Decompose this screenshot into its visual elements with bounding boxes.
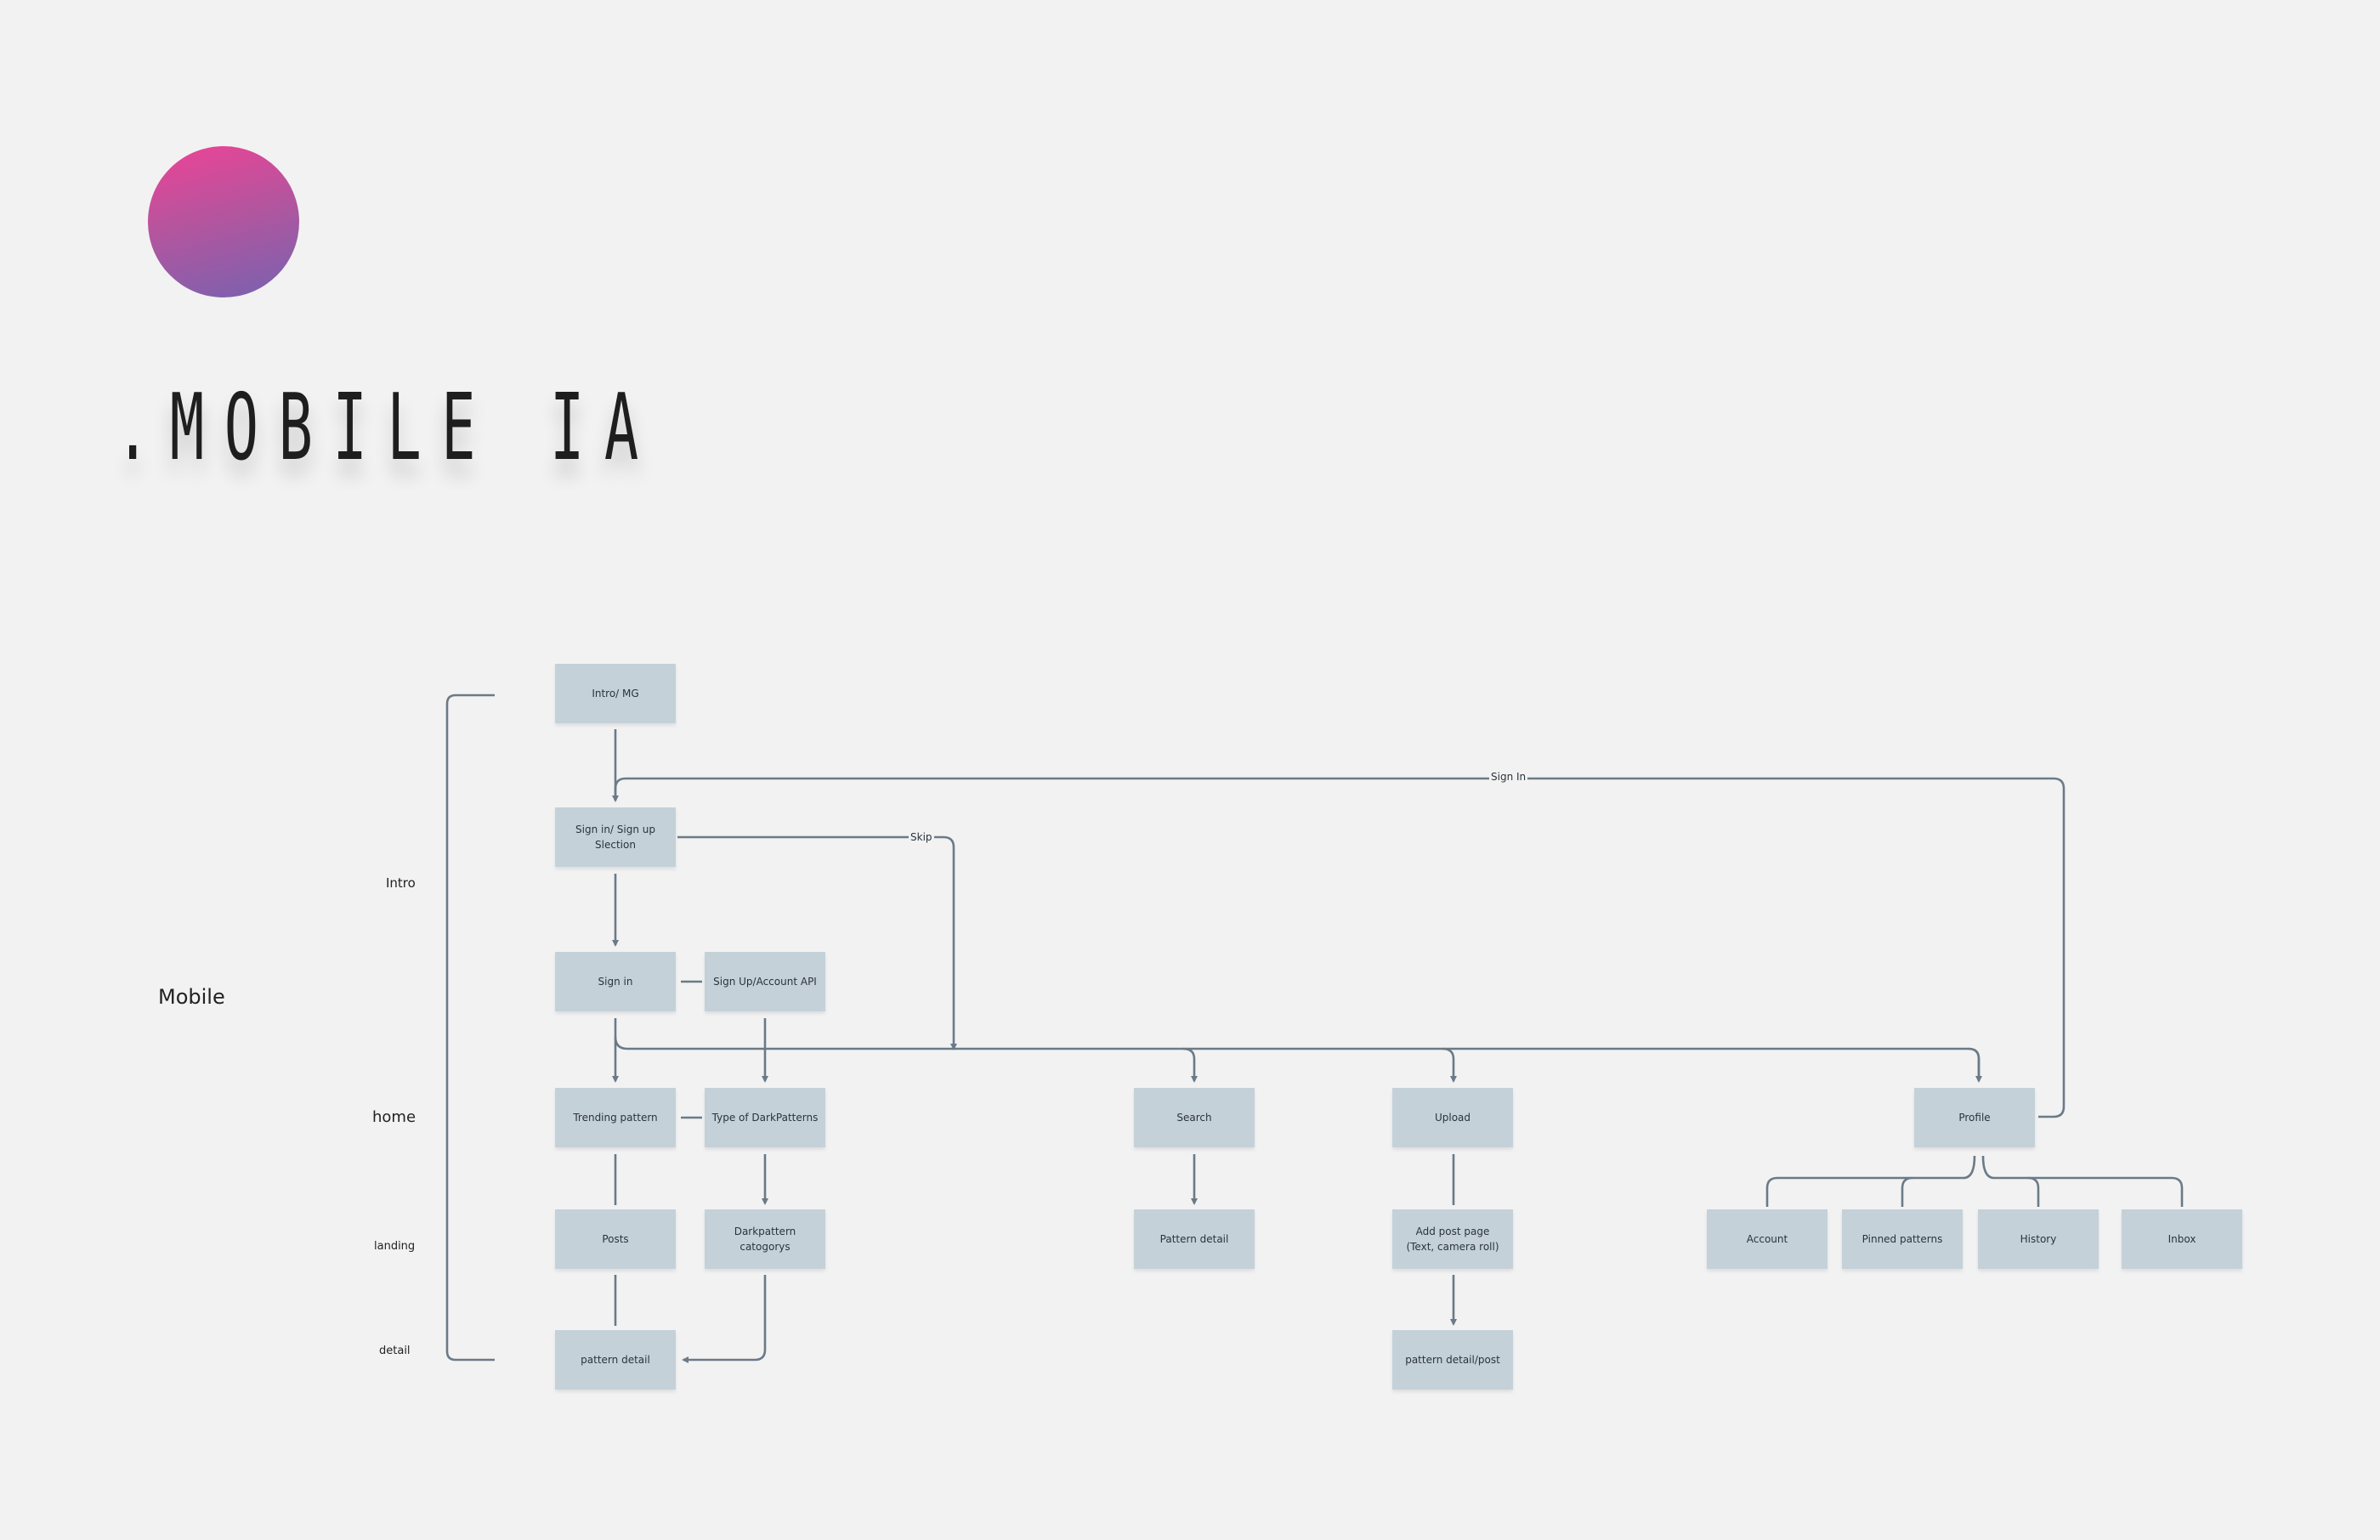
node-signup-account-api[interactable]: Sign Up/Account API [705, 952, 825, 1011]
edge-label-skip: Skip [909, 831, 934, 843]
node-intro-mg[interactable]: Intro/ MG [555, 664, 676, 723]
connector-profile-tree [1765, 1155, 1976, 1207]
node-pattern-detail[interactable]: pattern detail [555, 1330, 676, 1390]
node-signin[interactable]: Sign in [555, 952, 676, 1011]
connector-categorys-detail [682, 1275, 767, 1363]
connector-bus-search [1182, 1047, 1198, 1083]
node-history[interactable]: History [1978, 1209, 2099, 1269]
node-pinned-patterns[interactable]: Pinned patterns [1842, 1209, 1963, 1269]
level-label-home: home [372, 1108, 416, 1126]
level-label-landing: landing [374, 1240, 416, 1253]
brand-logo-circle [148, 146, 299, 297]
connector-profile-inbox [1981, 1155, 2184, 1207]
connector-bus-upload [1442, 1047, 1457, 1083]
connector-profile-history [2027, 1176, 2040, 1207]
node-trending-pattern[interactable]: Trending pattern [555, 1088, 676, 1147]
connector-profile-sign-in [614, 777, 2066, 1118]
node-inbox[interactable]: Inbox [2122, 1209, 2242, 1269]
node-pattern-detail-post[interactable]: pattern detail/post [1392, 1330, 1513, 1390]
node-pattern-detail-search[interactable]: Pattern detail [1134, 1209, 1255, 1269]
node-add-post-page[interactable]: Add post page (Text, camera roll) [1392, 1209, 1513, 1269]
platform-label: Mobile [158, 985, 225, 1009]
level-label-detail: detail [379, 1345, 411, 1357]
page-title: .MOBILE IA [116, 375, 659, 481]
connector-home-bus [614, 1036, 1980, 1081]
node-signin-selection[interactable]: Sign in/ Sign up Slection [555, 807, 676, 867]
node-account[interactable]: Account [1707, 1209, 1828, 1269]
node-upload[interactable]: Upload [1392, 1088, 1513, 1147]
edge-label-sign-in: Sign In [1489, 771, 1528, 783]
connector-bus-profile [1968, 1047, 1982, 1083]
intro-section-bracket [445, 694, 495, 1362]
node-posts[interactable]: Posts [555, 1209, 676, 1269]
node-type-of-darkpatterns[interactable]: Type of DarkPatterns [705, 1088, 825, 1147]
level-label-intro: Intro [386, 875, 416, 891]
node-search[interactable]: Search [1134, 1088, 1255, 1147]
connector-profile-pinned [1901, 1176, 1913, 1207]
node-darkpattern-categorys[interactable]: Darkpattern catogorys [705, 1209, 825, 1269]
connector-skip [677, 835, 957, 1050]
node-profile[interactable]: Profile [1914, 1088, 2035, 1147]
